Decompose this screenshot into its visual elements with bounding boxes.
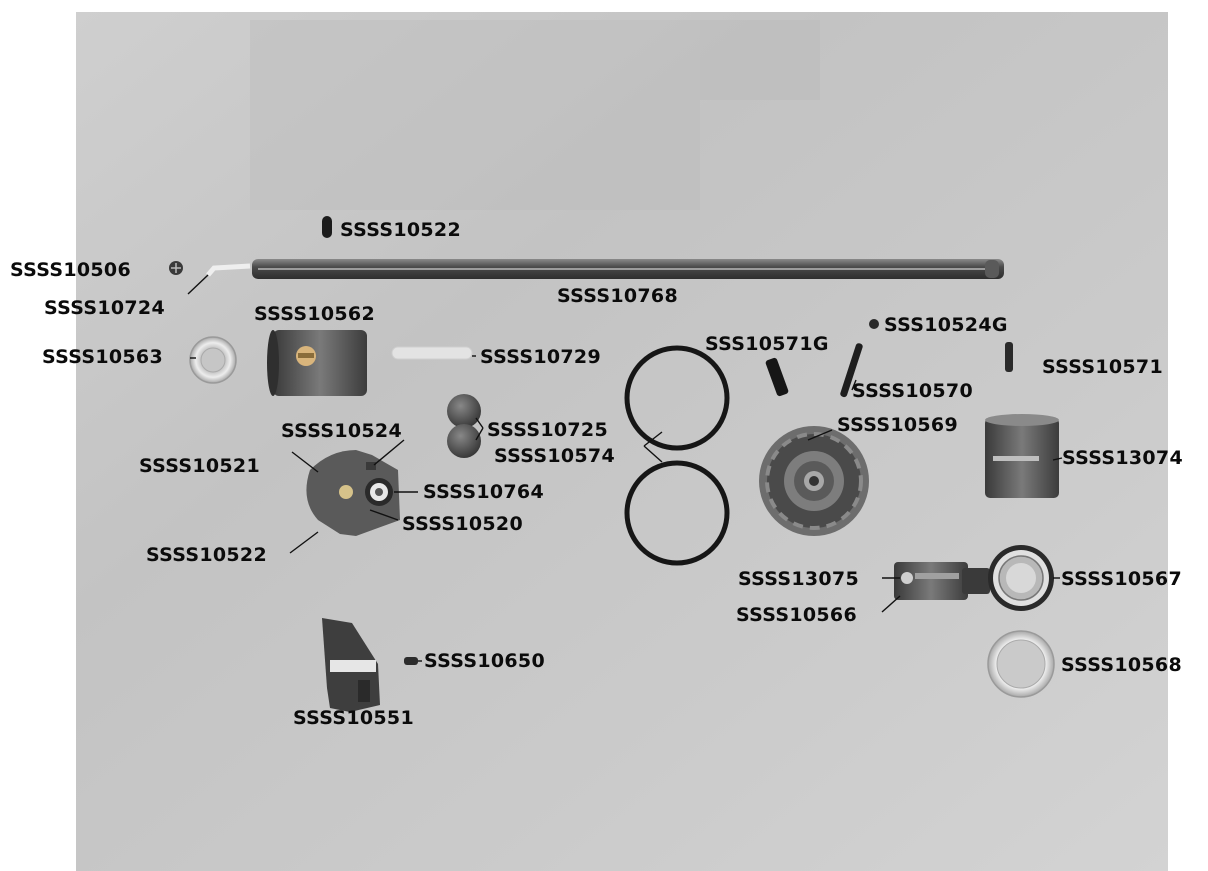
part-bearing-10764 [365, 478, 393, 506]
label-p10768: SSSS10768 [557, 285, 678, 307]
photo-shadow-patch [250, 20, 700, 210]
label-p10524: SSSS10524 [281, 420, 402, 442]
photo-shadow-patch-2 [700, 20, 820, 100]
label-p10522-bottom: SSSS10522 [146, 544, 267, 566]
label-p10568: SSSS10568 [1061, 654, 1182, 676]
label-p10524g: SSS10524G [884, 314, 1008, 336]
label-p10569: SSSS10569 [837, 414, 958, 436]
label-p10551: SSSS10551 [293, 707, 414, 729]
label-p10522-top: SSSS10522 [340, 219, 461, 241]
part-screw-10650 [404, 657, 418, 665]
part-sleeve-13074 [985, 414, 1059, 498]
label-p10562: SSSS10562 [254, 303, 375, 325]
part-ball-10725-a [447, 394, 481, 428]
part-labels: SSSS10522 SSSS10506 SSSS10724 SSSS10768 … [10, 219, 1183, 729]
label-p10521: SSSS10521 [139, 455, 260, 477]
part-washer-10568 [987, 630, 1055, 698]
label-p10563: SSSS10563 [42, 346, 163, 368]
part-pin-10522-top [322, 216, 332, 238]
label-p10571g: SSS10571G [705, 333, 829, 355]
label-p10506: SSSS10506 [10, 259, 131, 281]
part-screw-10506 [169, 261, 183, 275]
label-p13075: SSSS13075 [738, 568, 859, 590]
part-shaft-13075 [894, 562, 990, 600]
label-p10571: SSSS10571 [1042, 356, 1163, 378]
part-wire-10724 [206, 263, 251, 277]
label-p10729: SSSS10729 [480, 346, 601, 368]
label-p10520: SSSS10520 [402, 513, 523, 535]
part-gear-10569 [759, 426, 869, 536]
part-pin-10570 [840, 343, 863, 398]
part-cylinder-10562 [267, 330, 367, 396]
part-washer-10563 [189, 336, 237, 384]
part-trigger-10551 [322, 618, 380, 712]
label-p10574: SSSS10574 [494, 445, 615, 467]
leader-lines [187, 274, 1063, 662]
part-ball-10524g [869, 319, 879, 329]
label-p13074: SSSS13074 [1062, 447, 1183, 469]
part-pin-10571 [1005, 342, 1013, 372]
label-p10567: SSSS10567 [1061, 568, 1182, 590]
label-p10724: SSSS10724 [44, 297, 165, 319]
label-p10764: SSSS10764 [423, 481, 544, 503]
part-ball-10725-b [447, 424, 481, 458]
part-oring-10574-top [624, 345, 730, 451]
label-p10570: SSSS10570 [852, 380, 973, 402]
part-cam-10521 [306, 450, 400, 536]
part-rod-10768 [252, 259, 1004, 279]
part-bearing-10567 [988, 545, 1054, 611]
part-oring-10574-bottom [624, 460, 730, 566]
label-p10725: SSSS10725 [487, 419, 608, 441]
label-p10650: SSSS10650 [424, 650, 545, 672]
part-pin-10571g [765, 357, 789, 397]
part-tube-10729 [391, 346, 473, 360]
label-p10566: SSSS10566 [736, 604, 857, 626]
